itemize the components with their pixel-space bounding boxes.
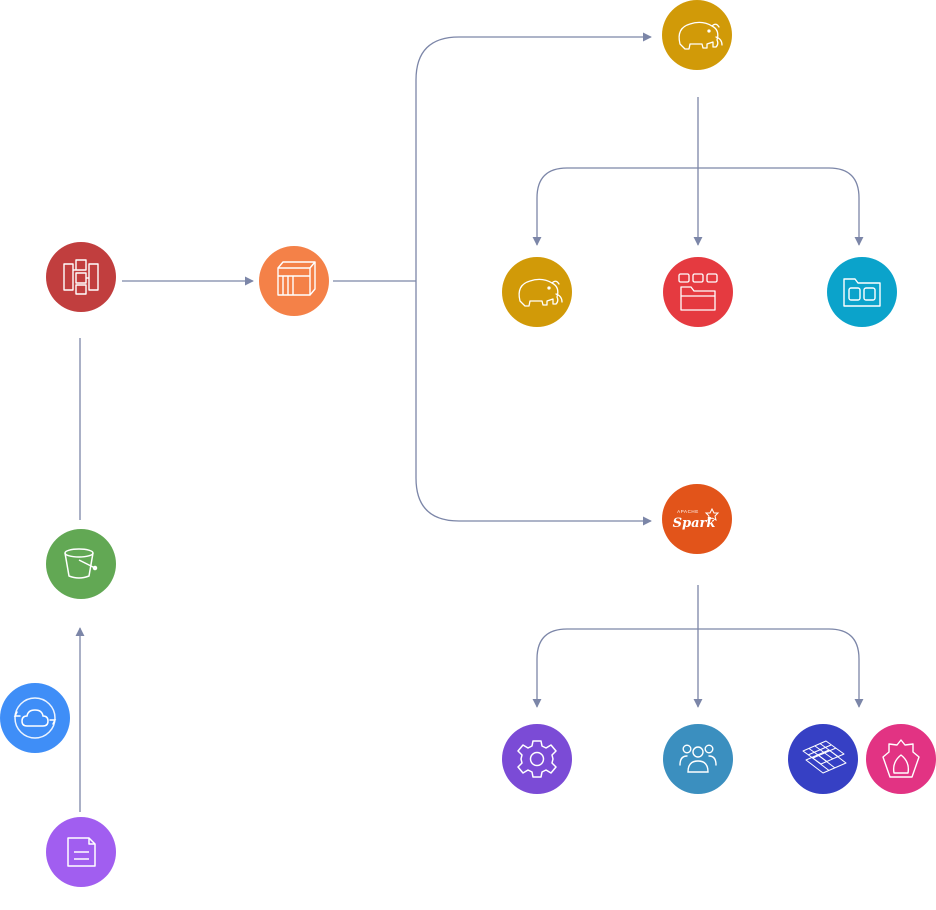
shield-app-circle [866, 724, 936, 794]
connector-trunk-to-hadoop [415, 32, 652, 281]
node-file-source[interactable] [46, 817, 116, 887]
storage-bucket-circle [46, 529, 116, 599]
shield-icon [882, 739, 920, 778]
node-spark[interactable]: APACHE Spark [662, 484, 732, 554]
spark-label: Spark [673, 516, 716, 531]
node-users[interactable] [663, 724, 733, 794]
gear-icon [517, 740, 557, 778]
node-sync-service[interactable] [0, 683, 70, 753]
node-solar-panels[interactable] [788, 724, 858, 794]
node-hadoop-top[interactable] [662, 0, 732, 70]
folder-icon [843, 278, 881, 307]
connector-trunk-to-spark [415, 281, 652, 526]
hadoop-elephant-icon [518, 278, 563, 307]
hadoop-child-circle [502, 257, 572, 327]
spark-circle [662, 484, 732, 554]
node-folder-storage[interactable] [827, 257, 897, 327]
bucket-icon [64, 548, 98, 579]
settings-circle [502, 724, 572, 794]
users-circle [663, 724, 733, 794]
node-data-transfer[interactable] [259, 246, 329, 316]
container-icon [277, 261, 316, 296]
spark-sublabel: APACHE [677, 509, 699, 514]
spark-logo-icon: APACHE Spark [673, 507, 720, 531]
node-folder-apps[interactable] [663, 257, 733, 327]
folder-apps-circle [663, 257, 733, 327]
connector-hadoop-right [698, 167, 864, 246]
document-icon [67, 837, 96, 867]
cloud-sync-icon [13, 697, 57, 739]
hadoop-top-circle [662, 0, 732, 70]
users-icon [679, 744, 717, 773]
data-transfer-circle [259, 246, 329, 316]
connector-hadoop-left [532, 167, 698, 246]
folder-apps-icon [678, 273, 718, 311]
node-hadoop-child[interactable] [502, 257, 572, 327]
node-storage-bucket[interactable] [46, 529, 116, 599]
hadoop-elephant-icon [678, 21, 723, 50]
pipeline-icon [63, 259, 99, 295]
node-shield-app[interactable] [866, 724, 936, 794]
connector-spark-right [698, 628, 864, 708]
connectors [75, 32, 864, 812]
sync-service-circle [0, 683, 70, 753]
data-pipeline-circle [46, 242, 116, 312]
connector-spark-left [532, 628, 698, 708]
folder-storage-circle [827, 257, 897, 327]
solar-panel-icon [802, 740, 847, 774]
node-settings[interactable] [502, 724, 572, 794]
node-data-pipeline[interactable] [46, 242, 116, 312]
